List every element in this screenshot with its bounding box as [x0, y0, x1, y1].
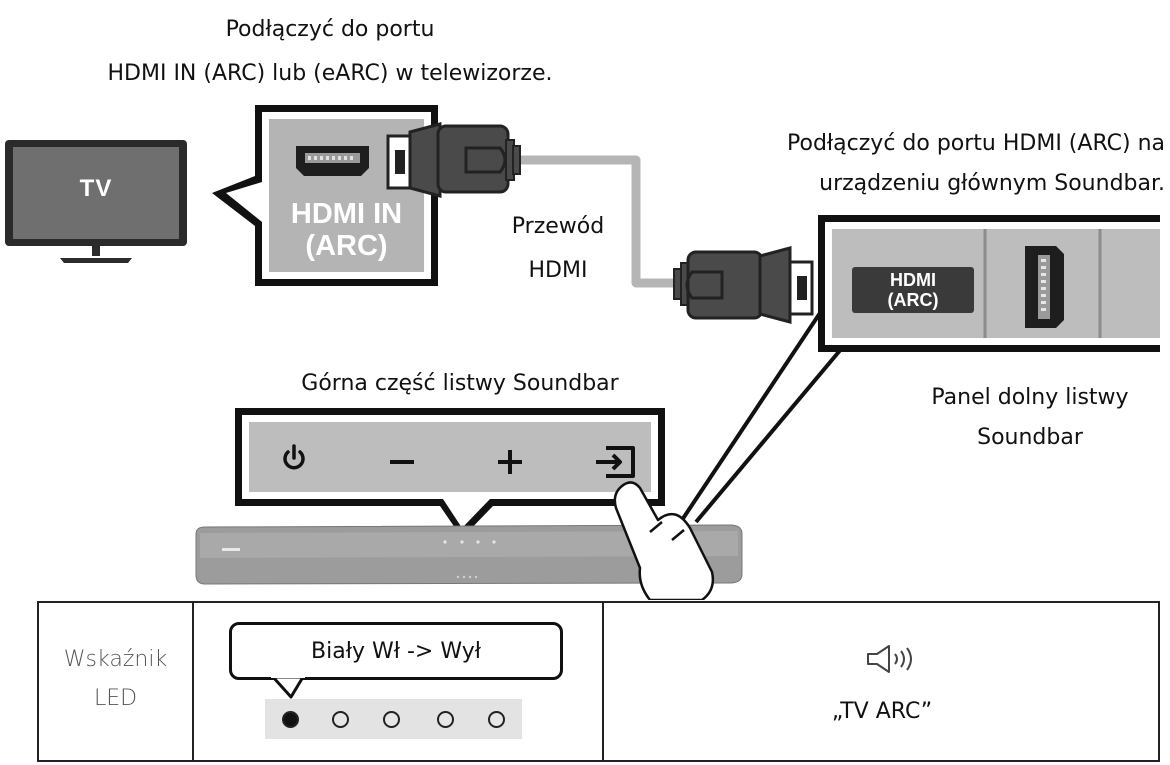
hdmi-plug-tv-end [386, 122, 521, 198]
connection-illustration [5, 105, 1160, 600]
source-icon [596, 446, 635, 478]
led-status-text: Biały Wł -> Wył [311, 638, 481, 664]
soundbar-port-instruction: Podłączyć do portu HDMI (ARC) na urządze… [760, 124, 1165, 204]
led-dot-3 [383, 711, 400, 728]
led-header: Wskaźnik LED [39, 641, 192, 718]
hdmi-plug-soundbar-end [673, 246, 814, 324]
led-dot-4 [437, 711, 454, 728]
bottom-panel-label: Panel dolny listwy Soundbar [900, 378, 1160, 458]
soundbar-port-instruction-line1: Podłączyć do portu HDMI (ARC) na [787, 131, 1165, 156]
led-status-bubble: Biały Wł -> Wył [229, 622, 563, 680]
cable-label-line1: Przewód [511, 214, 605, 239]
tv-port-label-line1: HDMI IN [290, 198, 403, 230]
tv-port-instruction: Podłączyć do portu HDMI IN (ARC) lub (eA… [70, 8, 590, 96]
table-divider [602, 603, 604, 760]
led-dot-2 [332, 711, 349, 728]
tv-label: TV [79, 175, 113, 202]
soundbar-top-panel-callout [235, 408, 665, 538]
plus-icon [498, 450, 522, 474]
soundbar-port-label-line2: (ARC) [887, 290, 939, 311]
soundbar-port-label: HDMI (ARC) [852, 270, 974, 310]
soundbar-port-instruction-line2: urządzeniu głównym Soundbar. [819, 171, 1165, 196]
finger-pressing-icon [613, 481, 715, 600]
tv-port-label: HDMI IN (ARC) [269, 198, 424, 263]
led-dot-5 [488, 711, 505, 728]
speaker-sound-icon [867, 645, 912, 673]
tv-icon [5, 140, 187, 263]
cable-label: Przewód HDMI [488, 205, 628, 293]
soundbar-bottom-panel-callout [818, 215, 1160, 352]
tv-port-label-line2: (ARC) [305, 230, 388, 263]
led-indicator-table: Wskaźnik LED Biały Wł -> Wył „TV ARC” [37, 601, 1160, 762]
table-divider [192, 603, 194, 760]
cable-label-line2: HDMI [528, 258, 588, 283]
led-header-line1: Wskaźnik [63, 647, 168, 672]
tv-port-instruction-line1: Podłączyć do portu [225, 17, 435, 42]
soundbar-body [195, 524, 743, 585]
tv-port-instruction-line2: HDMI IN (ARC) lub (eARC) w telewizorze. [107, 61, 553, 86]
bottom-panel-label-line2: Soundbar [977, 425, 1083, 450]
led-header-line2: LED [93, 685, 138, 711]
voice-prompt: „TV ARC” [831, 699, 933, 724]
top-panel-label: Górna część listwy Soundbar [301, 371, 619, 396]
tv-port-callout [212, 105, 438, 286]
hdmi-cable [520, 155, 706, 288]
led-dot-1 [282, 711, 299, 728]
soundbar-port-label-line1: HDMI [890, 270, 936, 290]
bottom-panel-label-line1: Panel dolny listwy [931, 385, 1129, 410]
bubble-pointer [271, 675, 305, 699]
power-icon [283, 444, 305, 470]
